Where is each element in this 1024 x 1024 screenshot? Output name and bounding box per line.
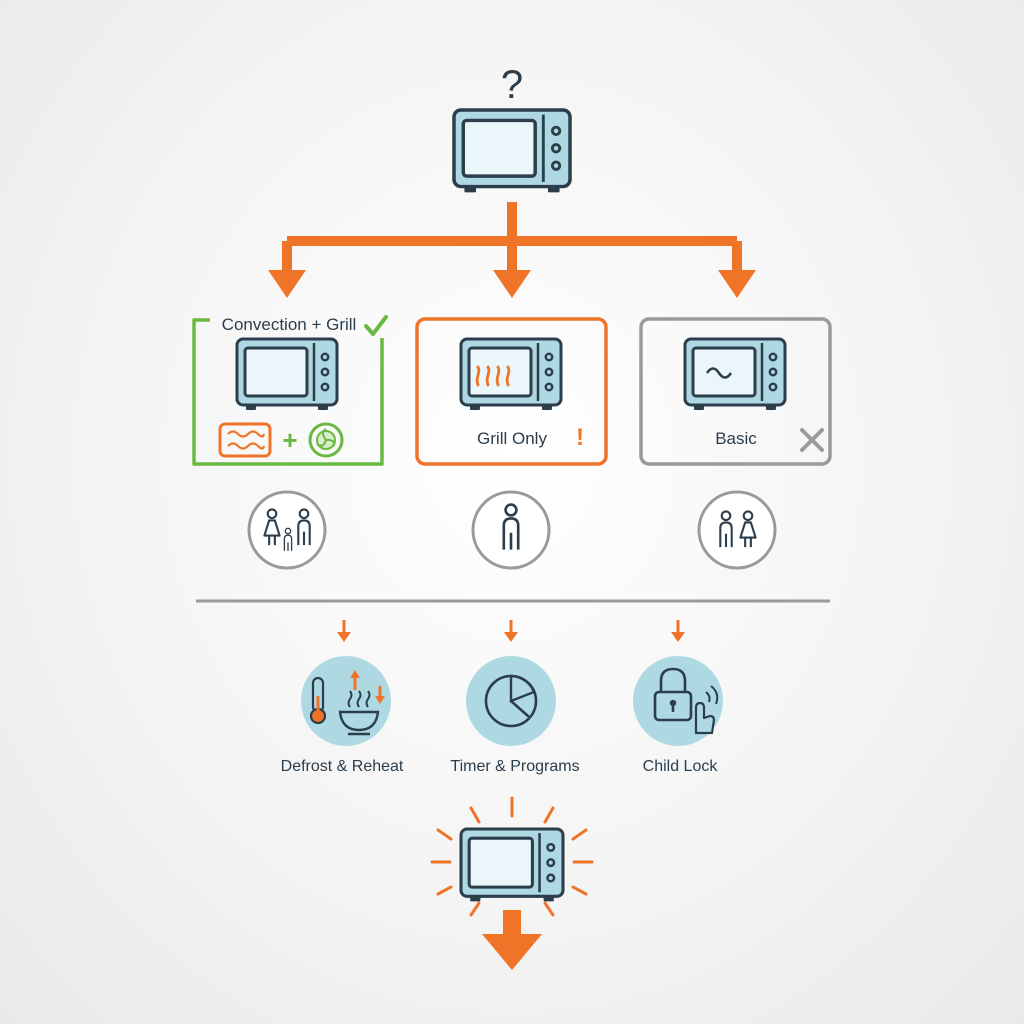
wave-icon xyxy=(705,367,733,379)
top-microwave-icon xyxy=(452,108,572,195)
result-microwave-icon xyxy=(459,827,565,903)
branch-arrowheads xyxy=(268,270,756,298)
checkmark-icon xyxy=(364,315,388,336)
couple-icon xyxy=(697,490,777,570)
option-card-basic[interactable] xyxy=(639,317,832,466)
basic-microwave-icon xyxy=(683,337,787,412)
result-arrow xyxy=(482,910,542,970)
padlock-icon xyxy=(633,656,723,746)
grill-waves-icon xyxy=(218,422,272,458)
option-label-convection-grill: Convection + Grill xyxy=(221,315,357,334)
branch-arrows xyxy=(282,202,742,272)
cross-icon xyxy=(800,428,824,452)
question-mark: ? xyxy=(501,63,523,107)
single-person-icon xyxy=(471,490,551,570)
option-card-grill-only[interactable] xyxy=(415,317,608,466)
timer-icon xyxy=(466,656,556,746)
grill-only-microwave-icon xyxy=(459,337,563,412)
convection-grill-microwave-icon xyxy=(235,337,339,412)
thermometer-bowl-icon xyxy=(301,656,391,746)
option-card-convection-grill[interactable]: + xyxy=(192,315,388,466)
heating-coil-icon xyxy=(475,365,511,387)
plus-sign: + xyxy=(282,425,297,455)
feature-label-defrost-reheat: Defrost & Reheat xyxy=(280,758,404,775)
family-icon xyxy=(247,490,327,570)
option-label-grill-only: Grill Only xyxy=(477,429,547,448)
glow-rays xyxy=(430,796,594,917)
feature-label-child-lock: Child Lock xyxy=(642,758,718,775)
convection-fan-icon xyxy=(308,422,344,458)
feature-arrows xyxy=(337,620,685,642)
warning-mark: ! xyxy=(576,424,584,451)
feature-label-timer-programs: Timer & Programs xyxy=(450,758,580,775)
option-label-basic: Basic xyxy=(715,429,757,448)
